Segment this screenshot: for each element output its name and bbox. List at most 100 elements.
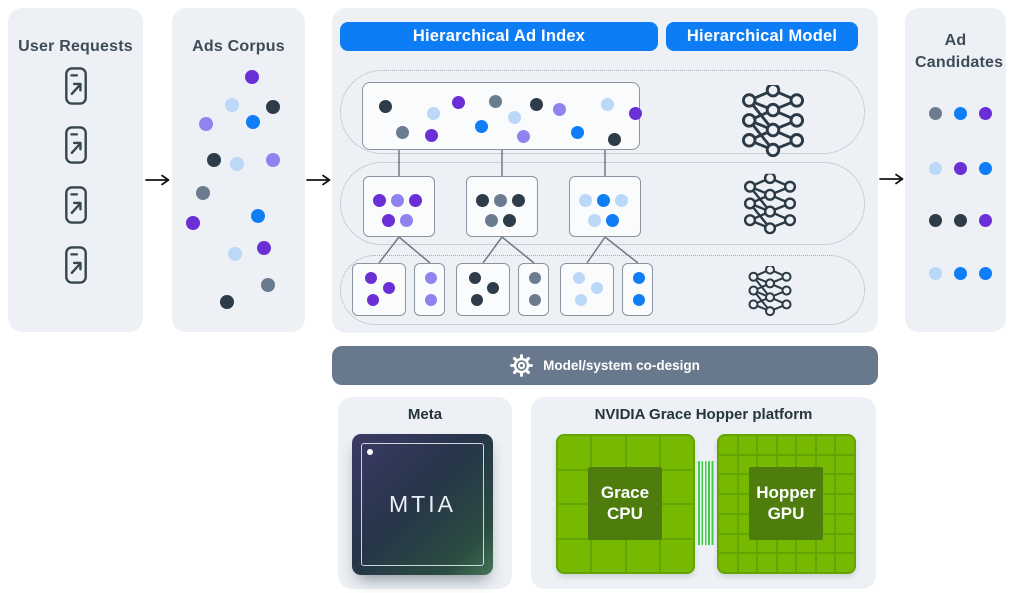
- embedding-dot: [493, 193, 507, 207]
- chip-tile: [719, 534, 737, 553]
- embedding-dot: [953, 266, 967, 280]
- mtia-chip: MTIA: [352, 434, 493, 575]
- chip-tile: [660, 539, 693, 572]
- chip-tile: [719, 436, 737, 454]
- hierarchical-model-button: Hierarchical Model: [666, 22, 858, 51]
- nvidia-title: NVIDIA Grace Hopper platform: [594, 406, 813, 423]
- embedding-dot: [511, 193, 525, 207]
- embedding-dot: [471, 294, 483, 306]
- embedding-dot: [978, 161, 992, 175]
- chip-tile: [719, 554, 737, 572]
- nvidia-hardware-panel: NVIDIA Grace Hopper platform Grace CPU H…: [531, 397, 876, 589]
- chip-tile: [836, 495, 854, 513]
- index-leaf-box: [622, 263, 653, 316]
- embedding-dot: [246, 115, 260, 129]
- mtia-chip-inner-border: [361, 443, 484, 566]
- ads-corpus-panel: Ads Corpus: [172, 8, 305, 332]
- chip-tile: [797, 436, 815, 454]
- index-leaf-box: [456, 263, 510, 316]
- embedding-dot: [451, 95, 465, 109]
- index-cluster-box: [363, 176, 435, 237]
- embedding-dot: [596, 193, 610, 207]
- embedding-dot: [614, 193, 628, 207]
- chip-tile: [816, 554, 835, 572]
- embedding-dot: [367, 294, 379, 306]
- ad-candidates-dots: [905, 8, 1006, 332]
- grace-cpu-label: Grace CPU: [588, 467, 662, 540]
- embedding-dot: [573, 272, 585, 284]
- embedding-dot: [225, 98, 239, 112]
- chip-tile: [592, 539, 625, 572]
- neural-network-icon: [744, 266, 796, 316]
- chip-tile: [558, 470, 591, 503]
- chip-tile: [836, 436, 854, 454]
- embedding-dot: [978, 213, 992, 227]
- embedding-dot: [381, 213, 395, 227]
- embedding-dot: [408, 193, 422, 207]
- chip-tile: [626, 539, 659, 572]
- index-cluster-box: [466, 176, 538, 237]
- mtia-label: MTIA: [389, 491, 456, 517]
- embedding-dot: [469, 272, 481, 284]
- embedding-dot: [186, 216, 200, 230]
- chip-tile: [719, 455, 737, 474]
- codesign-bar: Model/system co-design: [332, 346, 878, 385]
- embedding-dot: [575, 294, 587, 306]
- embedding-dot: [228, 247, 242, 261]
- hierarchical-ad-index-button: Hierarchical Ad Index: [340, 22, 658, 51]
- embedding-dot: [633, 294, 645, 306]
- phone-request-icon: [64, 245, 88, 285]
- phone-request-icon: [64, 185, 88, 225]
- embedding-dot: [502, 213, 516, 227]
- embedding-dot: [516, 129, 530, 143]
- embedding-dot: [529, 294, 541, 306]
- ad-candidates-title: Ad Candidates: [915, 32, 1004, 71]
- hopper-gpu-label: Hopper GPU: [749, 467, 823, 540]
- embedding-dot: [245, 70, 259, 84]
- chip-tile: [660, 505, 693, 538]
- neural-network-icon: [733, 85, 813, 157]
- hierarchical-index-panel: Hierarchical Ad Index Hierarchical Model: [332, 8, 878, 333]
- gear-icon: [510, 354, 533, 377]
- index-leaf-box: [518, 263, 549, 316]
- embedding-dot: [507, 110, 521, 124]
- chip-tile: [738, 436, 757, 454]
- embedding-dot: [953, 161, 967, 175]
- embedding-dot: [220, 295, 234, 309]
- embedding-dot: [570, 125, 584, 139]
- ads-corpus-title: Ads Corpus: [192, 38, 285, 55]
- embedding-dot: [372, 193, 386, 207]
- embedding-dot: [978, 266, 992, 280]
- embedding-dot: [605, 213, 619, 227]
- ad-candidates-panel: Ad Candidates: [905, 8, 1006, 332]
- index-leaf-box: [414, 263, 445, 316]
- meta-hardware-panel: Meta MTIA: [338, 397, 512, 589]
- embedding-dot: [487, 282, 499, 294]
- embedding-dot: [378, 99, 392, 113]
- chip-tile: [797, 554, 815, 572]
- embedding-dot: [591, 282, 603, 294]
- chip-tile: [626, 436, 659, 469]
- embedding-dot: [199, 117, 213, 131]
- codesign-label: Model/system co-design: [543, 358, 700, 373]
- chip-tile: [592, 436, 625, 469]
- embedding-dot: [633, 272, 645, 284]
- embedding-dot: [425, 272, 437, 284]
- embedding-dot: [928, 266, 942, 280]
- embedding-dot: [484, 213, 498, 227]
- embedding-dot: [266, 100, 280, 114]
- chip-tile: [758, 554, 776, 572]
- embedding-dot: [196, 186, 210, 200]
- chip-tile: [660, 436, 693, 469]
- index-root-box: [362, 82, 642, 150]
- index-cluster-box: [569, 176, 641, 237]
- chip-tile: [738, 554, 757, 572]
- neural-network-icon: [743, 173, 797, 235]
- embedding-dot: [399, 213, 413, 227]
- chip-tile: [719, 514, 737, 533]
- embedding-dot: [628, 106, 642, 120]
- chip-tile: [719, 475, 737, 494]
- chip-tile: [660, 470, 693, 503]
- embedding-dot: [607, 132, 621, 146]
